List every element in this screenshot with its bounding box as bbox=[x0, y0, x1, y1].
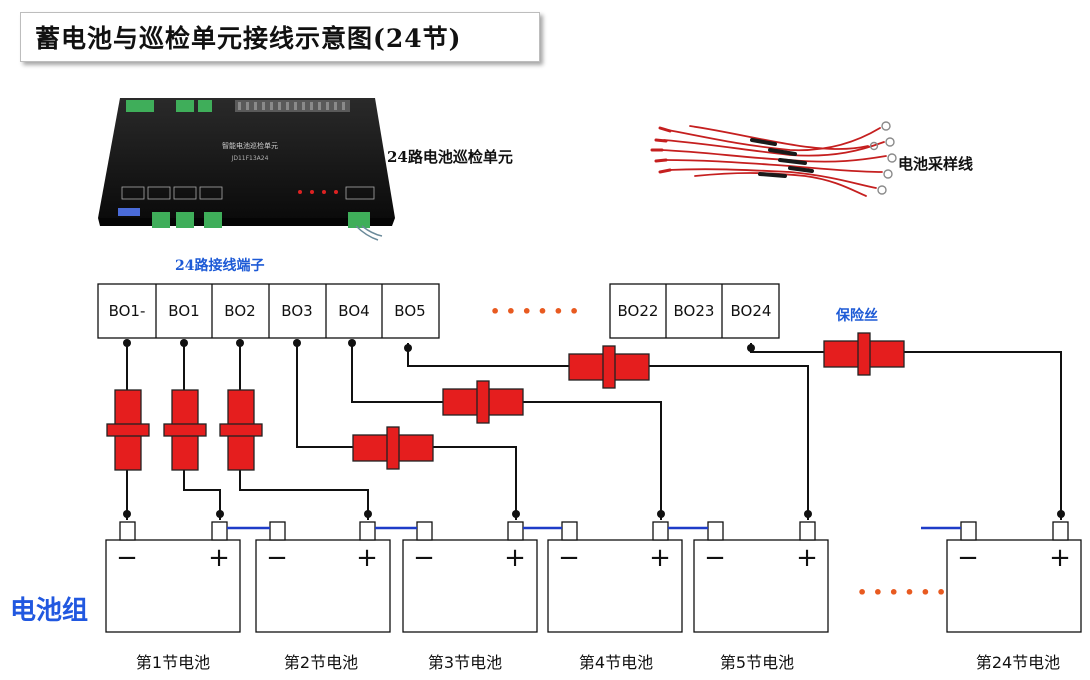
terminal-bo2: BO2 bbox=[224, 302, 255, 320]
batteries bbox=[105, 521, 1082, 633]
fuse-7 bbox=[823, 332, 905, 376]
battery-3 bbox=[402, 521, 538, 633]
battery-1 bbox=[105, 521, 241, 633]
cable-label: 电池采样线 bbox=[898, 155, 974, 173]
minus-3: − bbox=[413, 543, 435, 573]
battery-label-24: 第24节电池 bbox=[975, 653, 1061, 672]
plus-5: + bbox=[796, 543, 818, 573]
battery-label-4: 第4节电池 bbox=[578, 653, 654, 672]
minus-4: − bbox=[558, 543, 580, 573]
battery-label-2: 第2节电池 bbox=[283, 653, 359, 672]
battery-5 bbox=[693, 521, 829, 633]
ellipsis-top: • • • • • • bbox=[490, 302, 579, 321]
terminal-block-label: 24路接线端子 bbox=[175, 258, 265, 274]
terminal-points bbox=[123, 339, 1065, 518]
plus-3: + bbox=[504, 543, 526, 573]
fuse-6 bbox=[568, 345, 650, 389]
wire-bo3 bbox=[296, 343, 517, 520]
battery-label-5: 第5节电池 bbox=[719, 653, 795, 672]
terminal-bo22: BO22 bbox=[618, 302, 659, 320]
inspection-unit-image: 智能电池巡检单元 JD11F13A24 bbox=[98, 98, 395, 241]
fuse-5 bbox=[442, 380, 524, 424]
fuse-4 bbox=[352, 426, 434, 470]
terminal-bo4: BO4 bbox=[338, 302, 369, 320]
minus-2: − bbox=[266, 543, 288, 573]
page-title: 蓄电池与巡检单元接线示意图(24节) bbox=[35, 24, 462, 53]
battery-group-label: 电池组 bbox=[10, 596, 89, 626]
fuse-2 bbox=[163, 389, 207, 471]
device-name: 智能电池巡检单元 bbox=[222, 141, 278, 150]
fuses bbox=[106, 332, 905, 471]
wire-bo24 bbox=[750, 343, 1062, 520]
battery-24 bbox=[946, 521, 1082, 633]
minus-5: − bbox=[704, 543, 726, 573]
terminal-bo5: BO5 bbox=[394, 302, 425, 320]
fuse-3 bbox=[219, 389, 263, 471]
plus-1: + bbox=[208, 543, 230, 573]
terminal-bo24: BO24 bbox=[731, 302, 772, 320]
polarity-marks: − + − + − + − + − + − + bbox=[116, 543, 1071, 573]
unit-label: 24路电池巡检单元 bbox=[387, 148, 513, 166]
terminal-bo23: BO23 bbox=[674, 302, 715, 320]
minus-24: − bbox=[957, 543, 979, 573]
terminal-block-left: BO1- BO1 BO2 BO3 BO4 BO5 bbox=[97, 283, 440, 339]
terminal-bo3: BO3 bbox=[281, 302, 312, 320]
title-box: 蓄电池与巡检单元接线示意图(24节) bbox=[20, 12, 540, 62]
battery-label-3: 第3节电池 bbox=[427, 653, 503, 672]
terminal-bo1: BO1 bbox=[168, 302, 199, 320]
terminal-block-right: BO22 BO23 BO24 bbox=[609, 283, 780, 339]
plus-2: + bbox=[356, 543, 378, 573]
terminal-bo1-minus: BO1- bbox=[109, 302, 146, 320]
ellipsis-bottom: • • • • • • bbox=[857, 583, 946, 602]
plus-24: + bbox=[1049, 543, 1071, 573]
plus-4: + bbox=[649, 543, 671, 573]
fuse-label: 保险丝 bbox=[836, 308, 878, 324]
minus-1: − bbox=[116, 543, 138, 573]
device-model: JD11F13A24 bbox=[231, 155, 269, 162]
fuse-1 bbox=[106, 389, 150, 471]
battery-2 bbox=[255, 521, 391, 633]
sampling-cable-image bbox=[650, 121, 897, 197]
battery-4 bbox=[547, 521, 683, 633]
battery-label-1: 第1节电池 bbox=[135, 653, 211, 672]
